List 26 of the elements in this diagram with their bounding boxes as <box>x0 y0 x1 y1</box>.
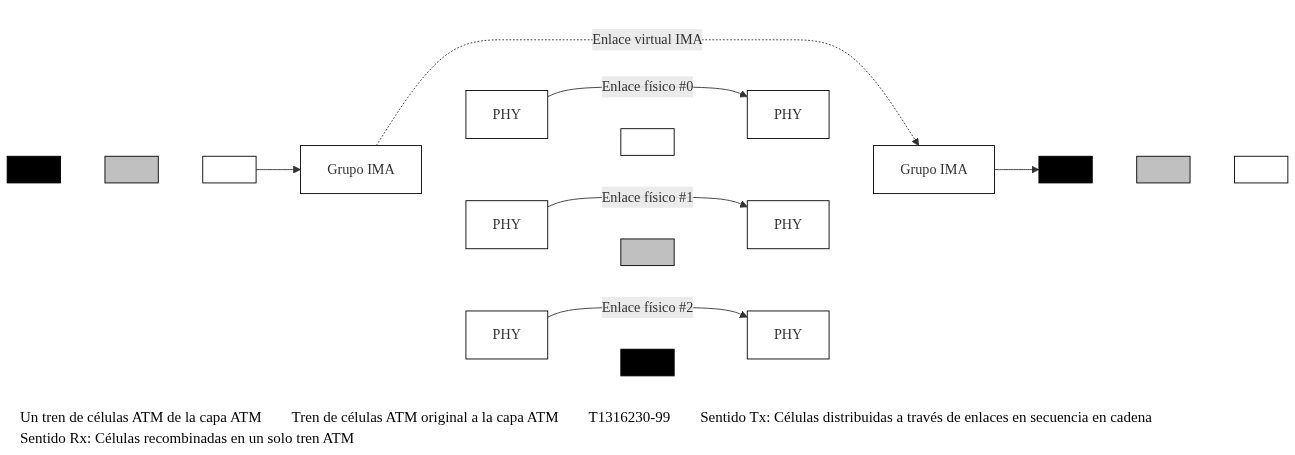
node-box <box>620 348 675 377</box>
node-box: PHY <box>746 310 830 360</box>
note-text: Sentido Tx: Células distribuidas a través de enlaces en secuencia en cadena <box>700 409 1152 426</box>
edge-label: Enlace virtual IMA <box>592 31 703 47</box>
node-box: PHY <box>465 310 549 360</box>
node-box: PHY <box>465 90 549 139</box>
node-box: Grupo IMA <box>300 145 422 195</box>
node-box <box>202 155 257 184</box>
node-box: PHY <box>746 200 830 250</box>
node-box: PHY <box>465 200 549 250</box>
node-box <box>104 155 159 184</box>
edge-label: Enlace físico #2 <box>601 299 694 315</box>
edge-label: Enlace físico #0 <box>601 78 694 95</box>
note-text: Sentido Rx: Células recombinadas en un solo tren ATM <box>20 430 355 447</box>
note-text: T1316230-99 <box>588 409 671 426</box>
node-box: Grupo IMA <box>873 145 995 195</box>
node-box <box>1136 155 1191 184</box>
node-box <box>620 128 675 156</box>
note-text: Un tren de células ATM de la capa ATM <box>20 409 262 426</box>
node-box <box>1234 155 1289 184</box>
edge-label: Enlace físico #1 <box>601 189 694 205</box>
node-box: PHY <box>746 90 830 139</box>
node-box <box>6 155 61 184</box>
node-box <box>620 238 675 267</box>
node-box <box>1038 155 1093 184</box>
note-text: Tren de células ATM original a la capa ATM <box>291 409 559 426</box>
